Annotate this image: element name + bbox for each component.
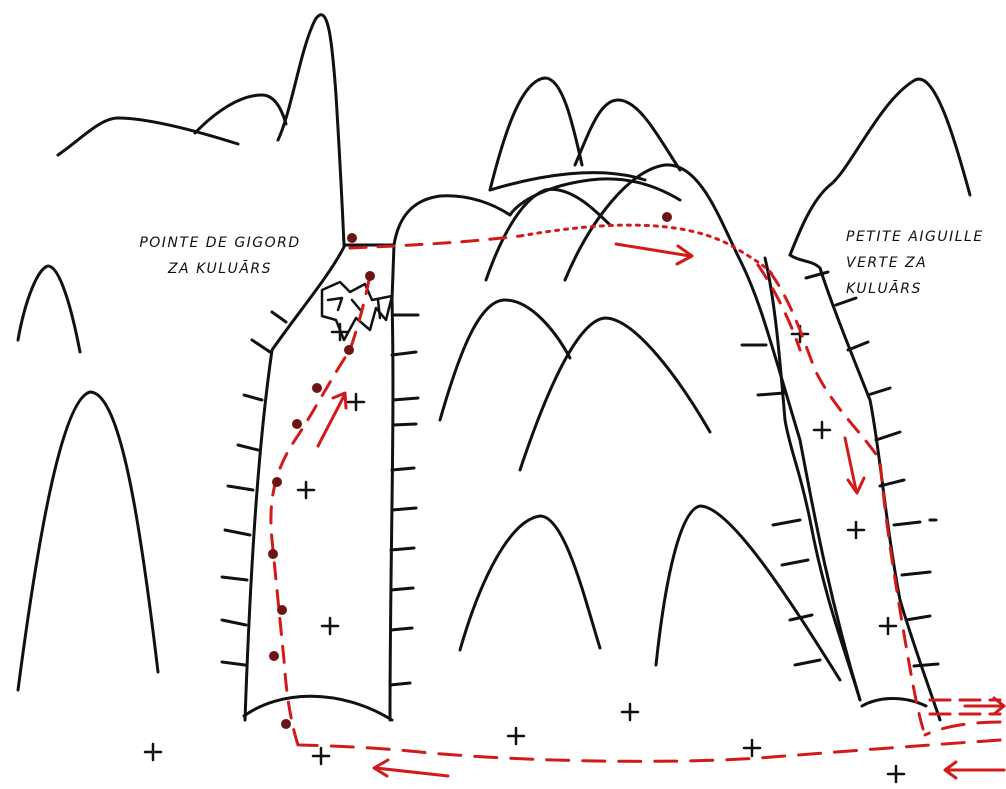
- arrow-icon: [945, 762, 1004, 778]
- pillar-left-edge: [245, 245, 345, 720]
- cross-mark: [298, 482, 314, 498]
- left-side-peaks: [18, 266, 158, 690]
- peak-center-b: [575, 100, 680, 170]
- cross-mark: [313, 748, 329, 764]
- cross-mark: [145, 744, 161, 760]
- belay-dot: [292, 419, 302, 429]
- peak-tall-needle: [278, 15, 344, 245]
- label-pointe-de-gigord: POINTE DE GIGORD ZA KULUĀRS: [120, 230, 320, 282]
- peak-left-small: [18, 266, 80, 352]
- label-line: POINTE DE GIGORD: [120, 230, 320, 256]
- label-petite-aiguille-verte: PETITE AIGUILLE VERTE ZA KULUĀRS: [846, 224, 1006, 302]
- pillar-base-arc: [244, 696, 392, 720]
- belay-dot: [269, 651, 279, 661]
- couloir-hatch-left: [742, 272, 828, 665]
- cross-mark: [888, 766, 904, 782]
- arrow-icon: [374, 760, 448, 776]
- cross-mark: [322, 618, 338, 634]
- cross-mark: [744, 740, 760, 756]
- belay-dot: [268, 549, 278, 559]
- aiguille-verte-couloir: [742, 255, 940, 720]
- belay-dot: [312, 383, 322, 393]
- route-bottom-return: [300, 740, 1000, 761]
- massif-mid-peak-right: [520, 318, 710, 470]
- massif-peak-main: [565, 165, 860, 700]
- cross-mark: [848, 522, 864, 538]
- massif-low-peak-left: [460, 516, 600, 650]
- couloir-right-edge: [790, 255, 940, 720]
- massif-outline: [394, 179, 680, 245]
- arrow-icon: [318, 393, 346, 446]
- ridge-far-left: [58, 118, 238, 155]
- belay-dot: [344, 345, 354, 355]
- gigord-pillar: [222, 245, 418, 720]
- label-line: PETITE AIGUILLE: [846, 224, 1006, 250]
- arrow-icon: [845, 438, 864, 493]
- label-line: ZA KULUĀRS: [120, 256, 320, 282]
- massif-inner-peak: [486, 189, 610, 280]
- label-line: VERTE ZA: [846, 250, 1006, 276]
- peak-left-large: [18, 392, 158, 690]
- belay-dot: [347, 233, 357, 243]
- belay-dot: [662, 212, 672, 222]
- cross-mark: [348, 394, 364, 410]
- climbing-route: [271, 225, 1000, 761]
- belay-stations: [268, 212, 672, 729]
- protection-marks: [145, 324, 904, 782]
- cross-mark: [622, 704, 638, 720]
- cross-mark: [814, 422, 830, 438]
- massif-mid-peak-left: [440, 300, 570, 420]
- massif-cap: [490, 173, 645, 190]
- route-bottom-return-upper: [925, 722, 1000, 735]
- belay-dot: [281, 719, 291, 729]
- hatch-left: [222, 312, 286, 665]
- cross-mark: [880, 618, 896, 634]
- arrow-icon: [616, 244, 692, 264]
- couloir-left-edge: [765, 258, 860, 700]
- route-ascent-left: [271, 275, 370, 745]
- ridge-left-small-peak: [195, 95, 286, 133]
- belay-dot: [365, 271, 375, 281]
- belay-dot: [277, 605, 287, 615]
- route-descent-couloir-inner: [758, 265, 800, 350]
- label-line: KULUĀRS: [846, 276, 1006, 302]
- belay-dot: [272, 477, 282, 487]
- cross-mark: [508, 728, 524, 744]
